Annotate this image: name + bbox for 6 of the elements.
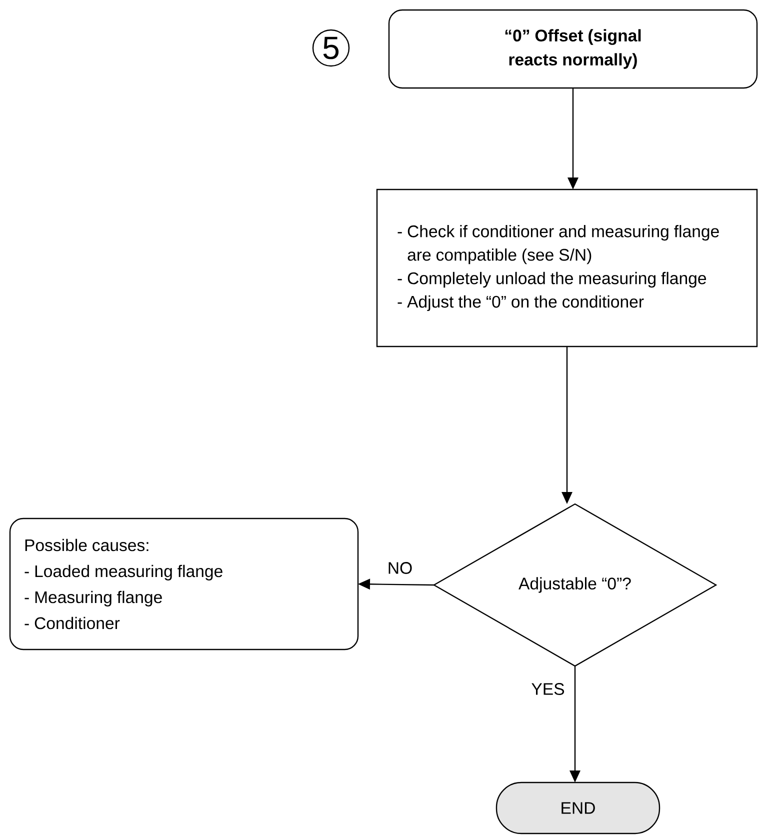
process-box: - Check if conditioner and measuring flange are compatible (see S/N) - Completely unload the measuring flange - Adjust the “0” on the conditioner (376, 188, 758, 348)
edge-label: YES (532, 683, 564, 695)
edge-label: NO (388, 562, 412, 574)
cause-box: Possible causes: - Loaded measuring flange - Measuring flange - Conditioner (9, 518, 359, 650)
start-box: “0” Offset (signal reacts normally) (388, 9, 758, 89)
end-terminal: END (496, 782, 660, 834)
